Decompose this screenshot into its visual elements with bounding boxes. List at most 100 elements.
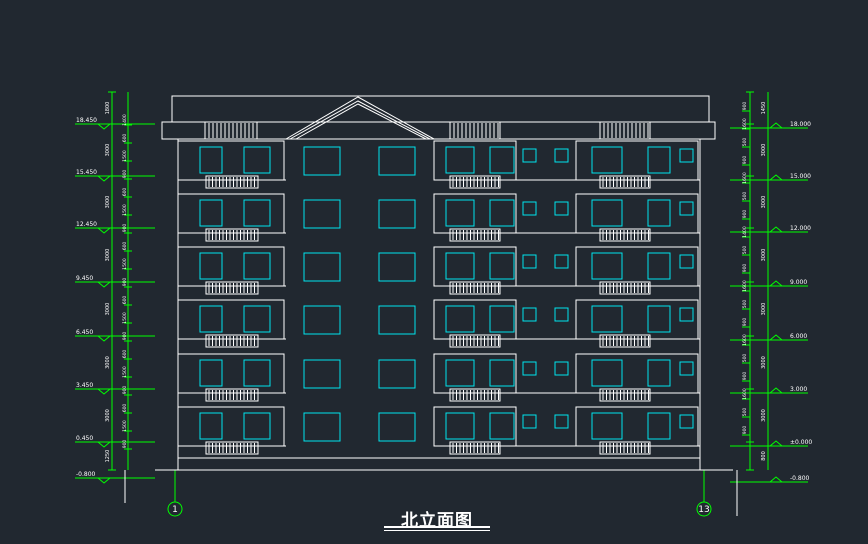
window (489, 359, 515, 387)
dim-text-left-inner: 900 (122, 224, 128, 233)
balcony-railing (449, 441, 501, 455)
level-text-right: 15.000 (790, 173, 811, 180)
window (243, 199, 271, 227)
window (489, 412, 515, 440)
window (445, 305, 475, 333)
window (445, 412, 475, 440)
window-small (679, 254, 694, 269)
balcony-railing (599, 388, 651, 402)
window-small (522, 201, 537, 216)
parapet (171, 95, 710, 123)
window-small (554, 201, 569, 216)
balcony-left (177, 140, 285, 181)
window (489, 252, 515, 280)
window-large (303, 252, 341, 282)
dim-text-left: 3000 (105, 196, 111, 209)
roof-gable-inner (295, 103, 427, 140)
balcony-mid (433, 193, 517, 234)
dim-text-right-inner: 900 (742, 102, 748, 111)
window (591, 252, 623, 280)
dim-text-right-inner: 1600 (742, 388, 748, 400)
window (647, 305, 671, 333)
window (445, 359, 475, 387)
window (591, 359, 623, 387)
dim-text-right: 3000 (761, 144, 767, 157)
balcony-left (177, 246, 285, 287)
balcony-right (575, 299, 699, 340)
window (199, 252, 223, 280)
window-small (554, 307, 569, 322)
dim-text-left-inner: 1500 (122, 150, 128, 162)
dim-text-right-inner: 900 (742, 318, 748, 327)
dim-text-right-inner: 500 (742, 138, 748, 147)
level-text-right: 18.000 (790, 121, 811, 128)
dim-text-left-inner: 1500 (122, 312, 128, 324)
dim-text-left: 1250 (105, 450, 111, 463)
window-large (378, 252, 416, 282)
dim-text-right-inner: 1600 (742, 172, 748, 184)
level-text-left: 3.450 (76, 382, 93, 389)
window-small (679, 414, 694, 429)
level-marker-right (769, 280, 783, 287)
elevation-labels: 18.45018.00015.45015.00012.45012.0009.45… (76, 102, 812, 482)
balcony-left (177, 353, 285, 394)
window (591, 305, 623, 333)
level-text-right: 6.000 (790, 333, 807, 340)
window (243, 305, 271, 333)
balcony-railing (205, 228, 259, 242)
dim-text-right-inner: 900 (742, 156, 748, 165)
level-marker-left (97, 281, 111, 288)
balcony-mid (433, 246, 517, 287)
level-marker-left (97, 123, 111, 130)
balcony-right (575, 246, 699, 287)
window-large (378, 146, 416, 176)
roof-gable-outer (285, 96, 435, 140)
balcony-right (575, 406, 699, 447)
balcony-right (575, 140, 699, 181)
window-large (303, 146, 341, 176)
level-text-left: 9.450 (76, 275, 93, 282)
balcony-railing (599, 334, 651, 348)
roof-grille-2 (599, 121, 651, 140)
window (243, 412, 271, 440)
axis-marker-left: 1 (167, 501, 183, 517)
balcony-right (575, 193, 699, 234)
level-marker-right (769, 440, 783, 447)
balcony-railing (205, 388, 259, 402)
dim-text-right-inner: 1600 (742, 334, 748, 346)
dim-text-left-inner: 900 (122, 278, 128, 287)
dim-text-left-inner: 600 (122, 134, 128, 143)
dimension-lines (75, 91, 808, 502)
balcony-mid (433, 299, 517, 340)
dim-text-left-inner: 600 (122, 188, 128, 197)
level-text-left: 12.450 (76, 221, 97, 228)
dim-text-left-inner: 600 (122, 242, 128, 251)
window (243, 359, 271, 387)
window (647, 359, 671, 387)
balcony-mid (433, 353, 517, 394)
window-large (378, 305, 416, 335)
roof-gable-mid (289, 100, 431, 140)
window-small (522, 307, 537, 322)
window-large (303, 305, 341, 335)
dim-text-right-inner: 500 (742, 408, 748, 417)
level-text-left: 15.450 (76, 169, 97, 176)
window (591, 412, 623, 440)
window (647, 252, 671, 280)
dim-text-left-inner: 900 (122, 386, 128, 395)
balcony-railing (449, 281, 501, 295)
dim-text-left-inner: 1500 (122, 420, 128, 432)
balcony-railing (599, 281, 651, 295)
level-marker-right (769, 387, 783, 394)
window-large (378, 199, 416, 229)
dim-text-right-inner: 1600 (742, 118, 748, 130)
window-small (679, 201, 694, 216)
dim-text-right: 800 (761, 451, 767, 461)
window-small (554, 148, 569, 163)
level-marker-right (769, 226, 783, 233)
window (591, 199, 623, 227)
dim-text-right-inner: 500 (742, 354, 748, 363)
level-marker-right (769, 334, 783, 341)
balcony-railing (205, 441, 259, 455)
window-large (303, 412, 341, 442)
